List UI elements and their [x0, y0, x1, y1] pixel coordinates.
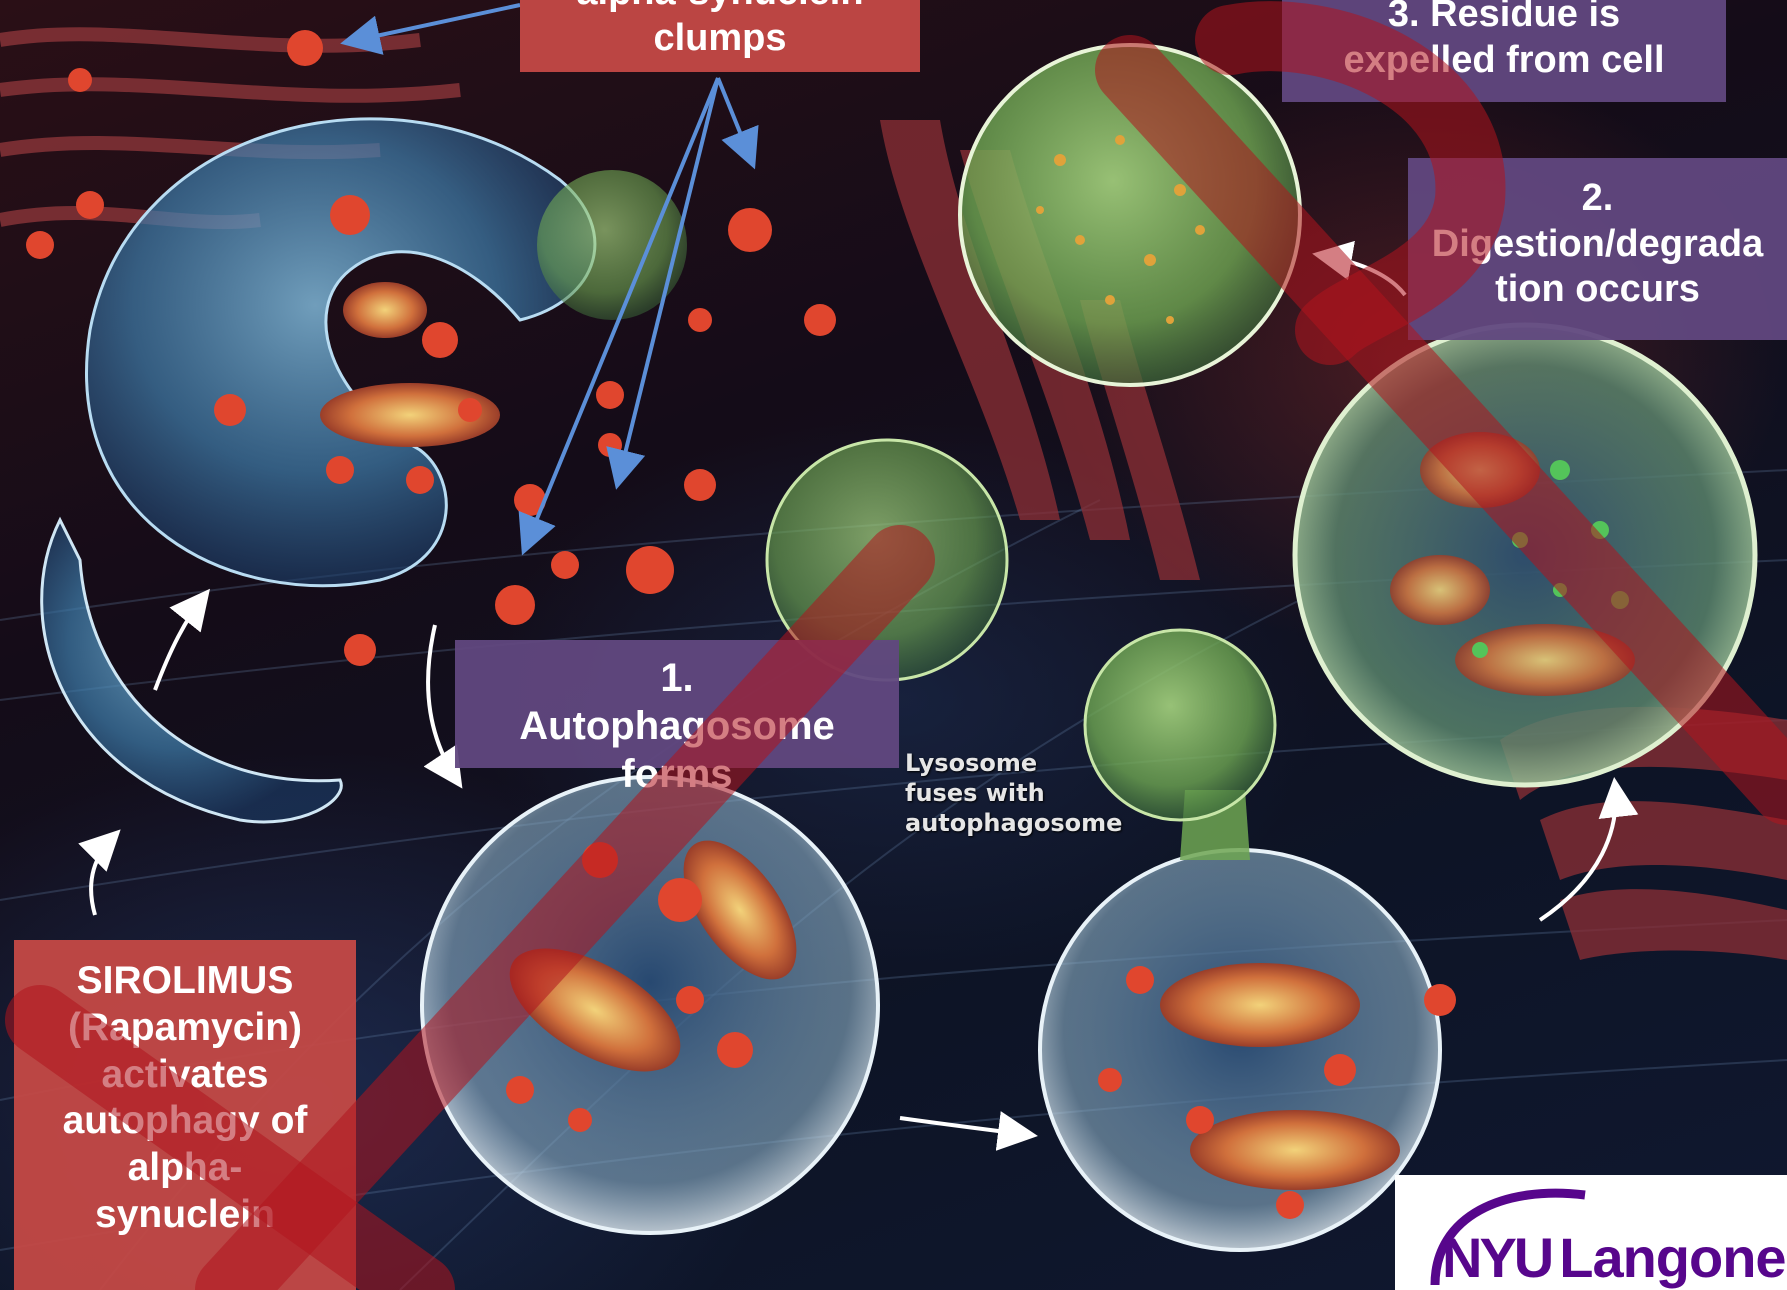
- sirolimus-line: autophagy of: [14, 1098, 356, 1145]
- step3-residue-label: 3. Residue is expelled from cell: [1282, 0, 1726, 102]
- mitochondrion: [1390, 555, 1490, 625]
- step2-digestion-line1: 2.: [1408, 176, 1787, 222]
- step1-autophagosome-line3: forms: [455, 750, 899, 798]
- logo-name: Langone: [1559, 1226, 1785, 1289]
- sirolimus-line: synuclein: [14, 1192, 356, 1239]
- step1-autophagosome-line2: Autophagosome: [455, 702, 899, 750]
- caption-line: autophagosome: [905, 808, 1145, 838]
- sirolimus-line: activates: [14, 1052, 356, 1099]
- mitochondrion: [1455, 624, 1635, 696]
- step1-autophagosome-label: 1. Autophagosome forms: [455, 640, 899, 768]
- caption-line: Lysosome: [905, 748, 1145, 778]
- mitochondrion: [343, 282, 427, 338]
- clumps-label-line1: alpha-synuclein: [520, 0, 920, 16]
- step3-residue-line1: 3. Residue is: [1282, 0, 1726, 38]
- autolysosome: [1040, 850, 1440, 1250]
- sirolimus-label: SIROLIMUS (Rapamycin) activates autophag…: [14, 940, 356, 1290]
- sirolimus-line: (Rapamycin): [14, 1005, 356, 1052]
- residual-body: [960, 45, 1300, 385]
- clumps-label: alpha-synuclein clumps: [520, 0, 920, 72]
- sirolimus-line: SIROLIMUS: [14, 958, 356, 1005]
- caption-line: fuses with: [905, 778, 1145, 808]
- step2-digestion-line2: Digestion/degrada: [1408, 222, 1787, 268]
- digesting-autolysosome: [1295, 325, 1755, 785]
- phagophore-membrane: [87, 119, 595, 586]
- mitochondrion: [1190, 1110, 1400, 1190]
- step2-digestion-line3: tion occurs: [1408, 267, 1787, 313]
- step1-autophagosome-line1: 1.: [455, 654, 899, 702]
- step2-digestion-label: 2. Digestion/degrada tion occurs: [1408, 158, 1787, 340]
- mitochondrion: [1420, 432, 1540, 508]
- lysosome-fusion-caption: Lysosome fuses with autophagosome: [905, 748, 1145, 838]
- clumps-label-line2: clumps: [520, 16, 920, 62]
- step3-residue-line2: expelled from cell: [1282, 38, 1726, 84]
- mitochondrion: [1160, 963, 1360, 1047]
- sirolimus-line: alpha-: [14, 1145, 356, 1192]
- logo-brand: NYU: [1442, 1226, 1551, 1289]
